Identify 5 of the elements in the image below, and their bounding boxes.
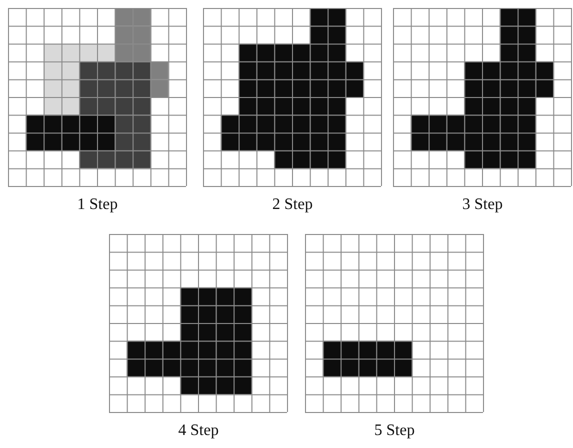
step-caption: 1 Step [77, 196, 118, 214]
step-caption: 5 Step [374, 422, 415, 440]
step-caption: 4 Step [178, 422, 219, 440]
step-caption: 3 Step [462, 196, 503, 214]
step-caption: 2 Step [272, 196, 313, 214]
